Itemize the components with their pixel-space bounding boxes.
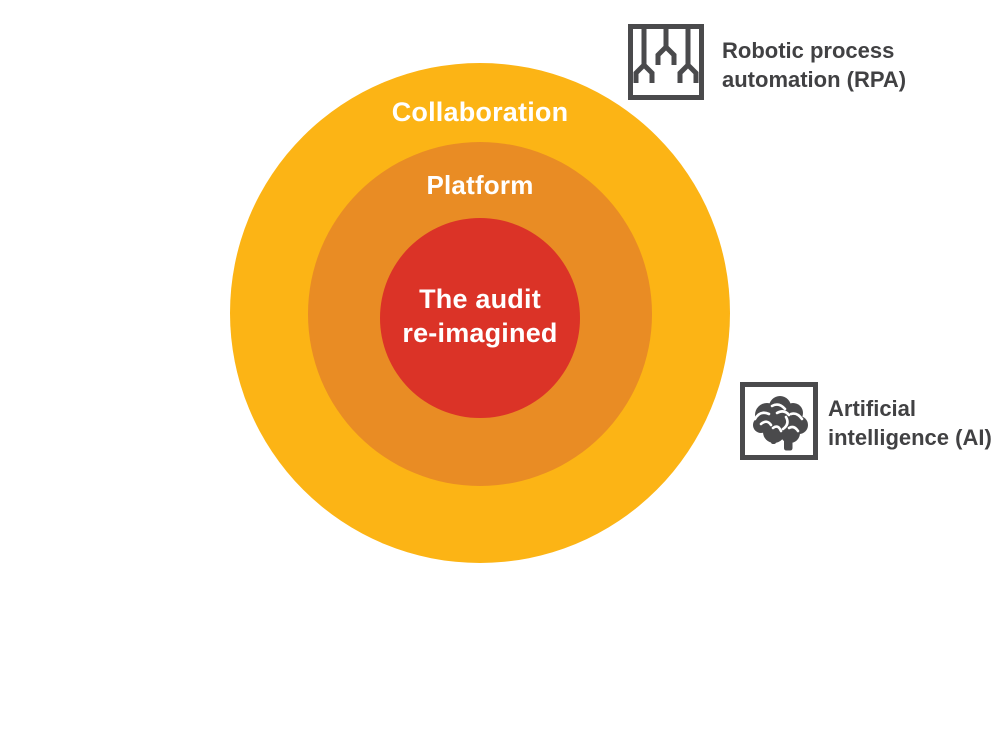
rpa-callout-label: Robotic process automation (RPA) xyxy=(722,36,906,94)
audit-core-circle xyxy=(380,218,580,418)
audit-core-label-line1: The audit xyxy=(419,284,541,314)
audit-core-label: The audit re-imagined xyxy=(355,282,605,350)
robotic-gripper-icon xyxy=(628,24,704,100)
brain-icon xyxy=(740,382,818,460)
ai-callout-label-line1: Artificial xyxy=(828,396,917,421)
collaboration-label: Collaboration xyxy=(391,97,569,127)
rpa-callout-label-line2: automation (RPA) xyxy=(722,67,907,92)
audit-core-label-line2: re-imagined xyxy=(402,318,558,348)
ai-callout-label: Artificial intelligence (AI) xyxy=(828,394,992,452)
platform-label: Platform xyxy=(426,170,534,200)
rpa-callout-label-line1: Robotic process xyxy=(722,38,895,63)
ai-callout-label-line2: intelligence (AI) xyxy=(828,425,992,450)
